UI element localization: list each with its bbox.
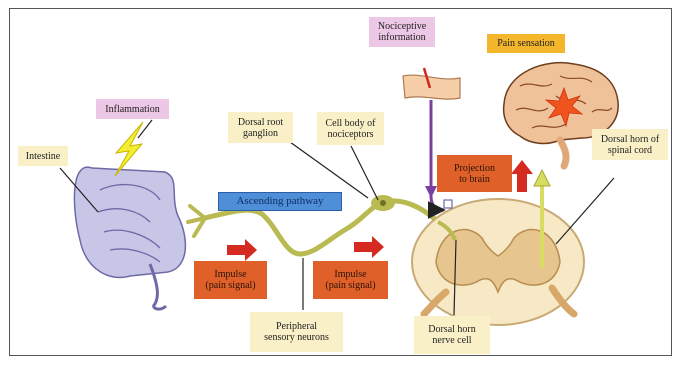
label-intestine: Intestine [18, 146, 68, 166]
signal-arrow-right-icon [354, 236, 384, 258]
leader-cell-body [351, 146, 378, 200]
leader-dorsal-horn-spinal [556, 178, 614, 244]
label-projection-to-brain: Projection to brain [437, 155, 512, 192]
label-pain-sensation: Pain sensation [487, 34, 565, 53]
label-cell-body-of-nociceptors: Cell body of nociceptors [317, 112, 384, 145]
purple-arrowhead-icon [425, 186, 437, 198]
skin-illustration [403, 68, 460, 99]
projection-up-arrow-icon [511, 160, 533, 192]
signal-arrow-left-icon [227, 239, 257, 261]
label-dorsal-horn-nerve-cell: Dorsal horn nerve cell [414, 316, 490, 354]
label-peripheral-sensory-neurons: Peripheral sensory neurons [250, 312, 343, 352]
yellow-arrowhead-icon [534, 170, 550, 186]
leader-dorsal-root [290, 142, 368, 198]
label-ascending-pathway: Ascending pathway [218, 192, 342, 211]
label-nociceptive-information: Nociceptive information [369, 17, 435, 47]
label-inflammation: Inflammation [96, 99, 169, 119]
label-impulse-pain-signal-left: Impulse (pain signal) [194, 261, 267, 299]
label-impulse-pain-signal-right: Impulse (pain signal) [313, 261, 388, 299]
spinal-cord-section [412, 199, 584, 325]
leader-inflammation [138, 120, 152, 138]
label-dorsal-root-ganglion: Dorsal root ganglion [228, 112, 293, 143]
lightning-bolt-icon [115, 122, 143, 176]
label-dorsal-horn-of-spinal-cord: Dorsal horn of spinal cord [592, 129, 668, 160]
intestine-illustration [74, 167, 185, 309]
